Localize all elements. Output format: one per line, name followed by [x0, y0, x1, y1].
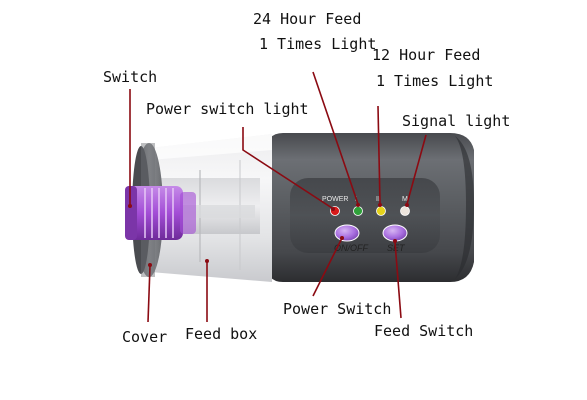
label-switch: Switch: [103, 68, 158, 86]
pointer-signal: [406, 134, 427, 205]
led-24h: [353, 206, 363, 216]
pointer-power-switch-tip: [340, 236, 344, 240]
signal-led: [400, 206, 410, 216]
pointer-12h: [377, 105, 381, 205]
led-12h: [376, 206, 386, 216]
led-ii-label: II: [376, 196, 380, 203]
set-label: SET: [387, 243, 406, 253]
pointer-lines: [128, 71, 427, 323]
pointer-12h-tip: [378, 203, 382, 207]
label-power-switch-light: Power switch light: [146, 100, 309, 118]
switch-knob: [125, 186, 196, 240]
label-24-hour-feed: 24 Hour Feed: [253, 10, 362, 28]
pointer-signal-tip: [405, 203, 409, 207]
pointer-switch-tip: [128, 204, 132, 208]
pointer-feed-switch: [394, 241, 402, 319]
on-off-label: ON/OFF: [334, 243, 368, 253]
pointer-cover: [147, 265, 151, 323]
label-12-hour-times-light: 1 Times Light: [376, 72, 494, 90]
label-24-hour-times-light: 1 Times Light: [259, 35, 377, 53]
led-m-label: M: [402, 196, 408, 203]
pointer-24h-tip: [356, 203, 360, 207]
pointer-power-light-tip: [331, 207, 335, 211]
label-feed-box: Feed box: [185, 325, 258, 343]
pointer-cover-tip: [148, 263, 152, 267]
pointer-feed-box-tip: [205, 259, 209, 263]
pointer-power-light: [242, 127, 333, 209]
label-power-switch: Power Switch: [283, 300, 392, 318]
label-cover: Cover: [122, 328, 168, 346]
pointer-power-switch: [312, 237, 343, 297]
pointer-24h: [312, 71, 359, 205]
label-signal-light: Signal light: [402, 112, 511, 130]
label-12-hour-feed: 12 Hour Feed: [372, 46, 481, 64]
pointer-feed-switch-tip: [393, 239, 397, 243]
label-feed-switch: Feed Switch: [374, 322, 474, 340]
motor-body: [266, 133, 474, 282]
power-led-label: POWER: [322, 196, 348, 203]
